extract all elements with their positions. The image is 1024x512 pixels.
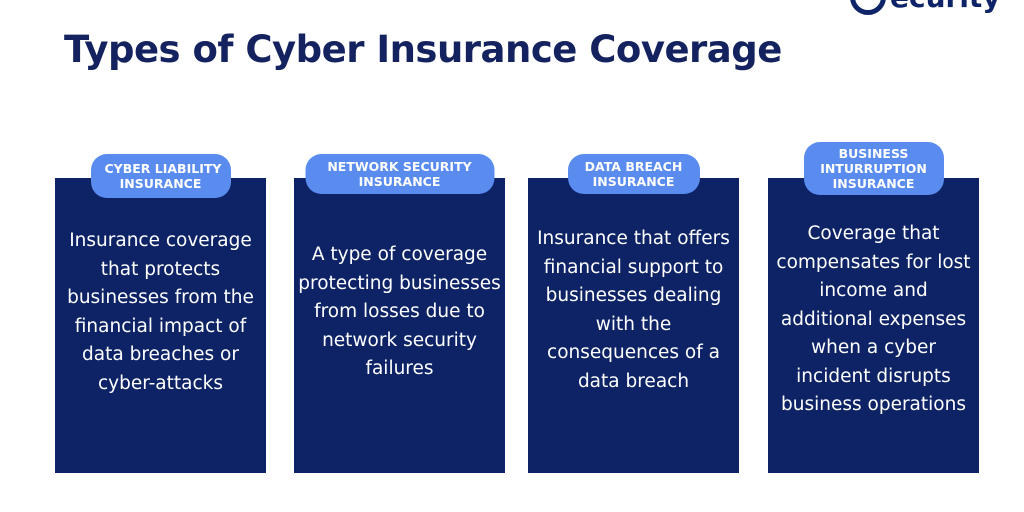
page-title: Types of Cyber Insurance Coverage <box>64 28 782 71</box>
badge-line: INSURANCE <box>832 176 915 191</box>
badge-line: NETWORK SECURITY <box>327 159 472 174</box>
badge-line: INSURANCE <box>119 176 202 191</box>
brand-logo: ecurity <box>850 0 1001 15</box>
logo-ring-icon <box>850 0 886 15</box>
card-description: Coverage that compensates for lost incom… <box>776 223 971 415</box>
card-cyber-liability: CYBER LIABILITY INSURANCE Insurance cove… <box>55 154 266 473</box>
badge-line: INSURANCE <box>358 174 441 189</box>
card-badge: CYBER LIABILITY INSURANCE <box>90 154 231 198</box>
card-description: Insurance that offers financial support … <box>537 228 730 392</box>
badge-line: INSURANCE <box>592 174 675 189</box>
card-data-breach: DATA BREACH INSURANCE Insurance that off… <box>528 154 739 473</box>
badge-line: CYBER LIABILITY <box>104 161 222 176</box>
card-badge: DATA BREACH INSURANCE <box>567 154 700 194</box>
logo-text: ecurity <box>890 0 1001 14</box>
badge-line: DATA BREACH <box>584 159 683 174</box>
card-description: A type of coverage protecting businesses… <box>298 244 501 379</box>
card-description: Insurance coverage that protects busines… <box>67 230 254 394</box>
badge-line: BUSINESS <box>838 146 909 161</box>
badge-line: INTURRUPTION <box>820 161 927 176</box>
card-business-interruption: BUSINESS INTURRUPTION INSURANCE Coverage… <box>768 142 979 473</box>
card-badge: NETWORK SECURITY INSURANCE <box>305 154 494 194</box>
card-badge: BUSINESS INTURRUPTION INSURANCE <box>803 142 944 195</box>
card-network-security: NETWORK SECURITY INSURANCE A type of cov… <box>294 154 505 473</box>
